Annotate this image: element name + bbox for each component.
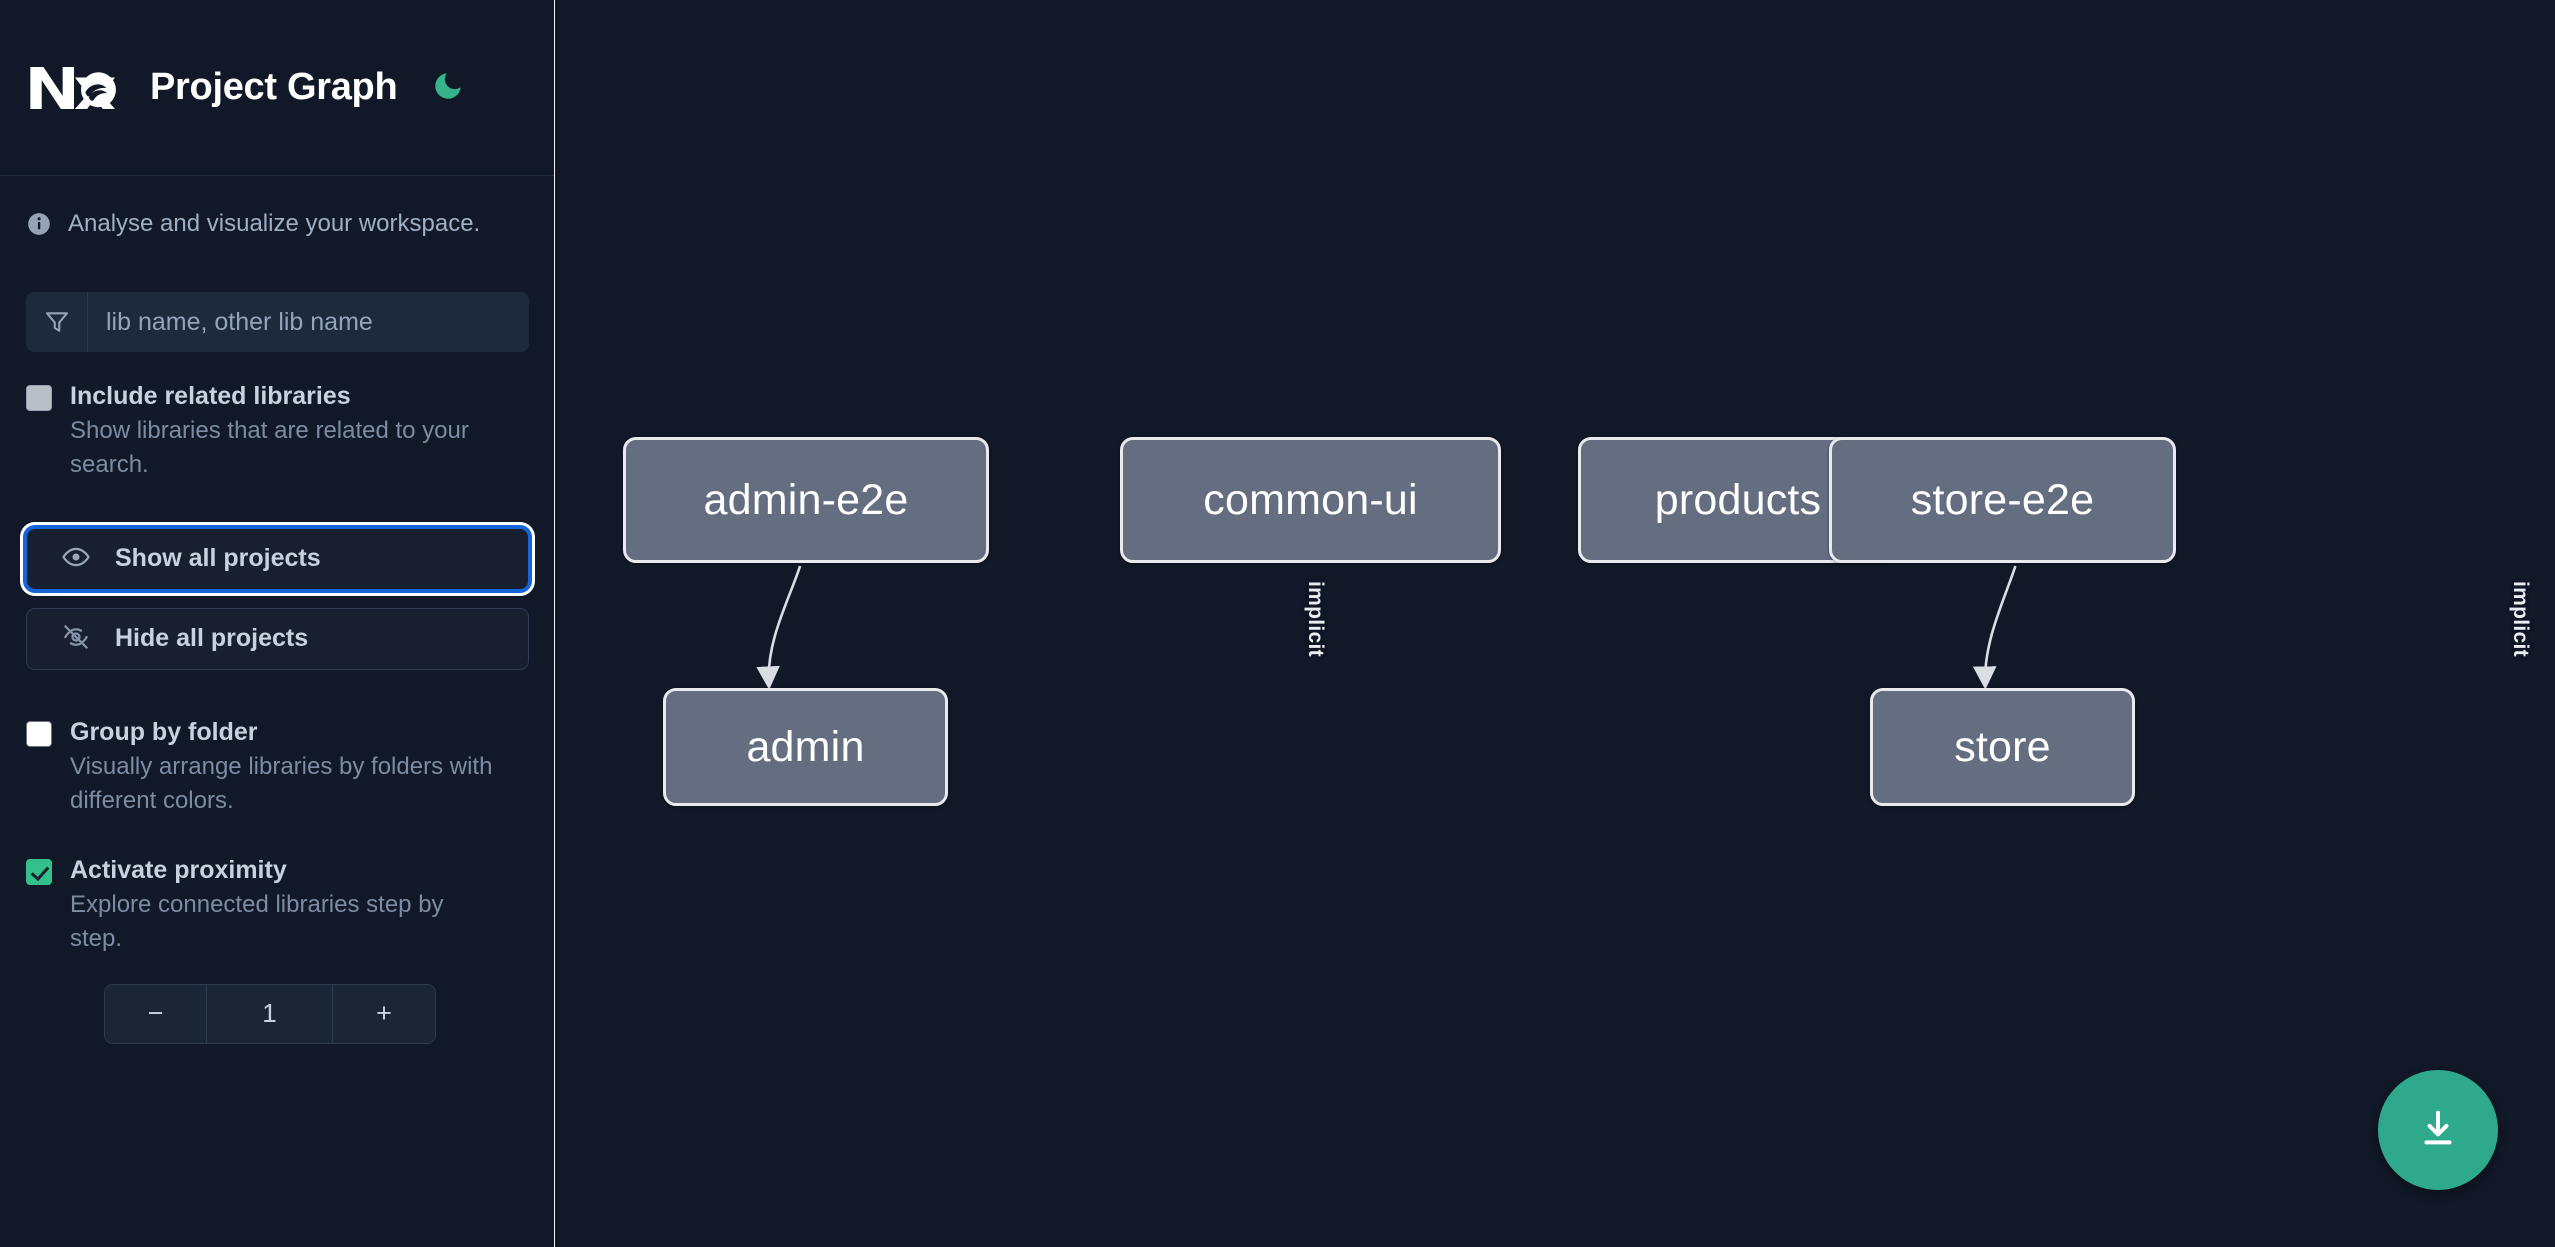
hide-all-projects-button[interactable]: Hide all projects — [26, 607, 529, 670]
visibility-buttons: Show all projects Hide all projects — [26, 527, 529, 670]
checkbox-include-related-libraries[interactable]: Include related libraries Show libraries… — [0, 380, 555, 482]
eye-icon — [61, 542, 91, 575]
proximity-decrement-button[interactable]: − — [105, 984, 207, 1043]
search-box[interactable] — [26, 292, 529, 352]
graph-canvas[interactable]: implicit implicit admin-e2e common-ui pr… — [555, 0, 2555, 1247]
graph-node-store-label: store — [1954, 722, 2051, 771]
checkbox-include-related-libraries-label: Include related libraries — [70, 382, 351, 410]
brand-header: Project Graph — [0, 0, 555, 176]
filter-funnel-icon — [26, 292, 88, 352]
checkbox-activate-proximity-description: Explore connected libraries step by step… — [70, 890, 444, 952]
graph-edges — [756, 565, 2017, 690]
checkbox-activate-proximity-label: Activate proximity — [70, 855, 287, 884]
download-icon — [2415, 1106, 2461, 1155]
eye-off-icon — [61, 622, 91, 655]
graph-node-admin[interactable]: admin — [663, 688, 948, 806]
edge-label-admin-e2e-admin: implicit — [1304, 581, 1327, 657]
graph-node-admin-e2e-label: admin-e2e — [703, 475, 909, 524]
page-title: Project Graph — [150, 66, 398, 108]
nx-logo — [26, 58, 122, 118]
graph-node-store-e2e[interactable]: store-e2e — [1829, 437, 2176, 563]
graph-node-common-ui[interactable]: common-ui — [1120, 437, 1501, 563]
search-input[interactable] — [88, 292, 529, 352]
graph-node-products-label: products — [1654, 475, 1822, 524]
proximity-value: 1 — [207, 984, 333, 1043]
moon-icon — [431, 69, 465, 106]
info-circle-icon — [26, 211, 52, 237]
checkbox-group-by-folder-label: Group by folder — [70, 717, 258, 746]
proximity-stepper: − 1 + — [104, 983, 436, 1044]
tagline: Analyse and visualize your workspace. — [0, 176, 555, 272]
checkbox-group-by-folder-description: Visually arrange libraries by folders wi… — [70, 752, 493, 814]
show-all-projects-button[interactable]: Show all projects — [26, 527, 529, 590]
checkbox-include-related-libraries-box[interactable] — [26, 385, 52, 411]
graph-node-admin-label: admin — [746, 722, 865, 771]
download-graph-button[interactable] — [2378, 1070, 2498, 1190]
sidebar: Project Graph Ana — [0, 0, 555, 1247]
edge-store-e2e-store — [1972, 565, 2017, 690]
checkbox-group-by-folder[interactable]: Group by folder Visually arrange librari… — [0, 716, 555, 818]
graph-node-common-ui-label: common-ui — [1203, 475, 1418, 524]
checkbox-include-related-libraries-description: Show libraries that are related to your … — [70, 416, 469, 478]
checkbox-group-by-folder-box[interactable] — [26, 720, 52, 747]
graph-node-store[interactable]: store — [1870, 688, 2135, 806]
show-all-projects-label: Show all projects — [115, 544, 321, 573]
tagline-text: Analyse and visualize your workspace. — [68, 210, 481, 237]
checkbox-activate-proximity[interactable]: Activate proximity Explore connected lib… — [0, 854, 555, 956]
edge-label-store-e2e-store: implicit — [2509, 581, 2532, 657]
edge-admin-e2e-admin — [756, 565, 802, 690]
hide-all-projects-label: Hide all projects — [115, 624, 309, 653]
checkbox-activate-proximity-box[interactable] — [26, 858, 52, 885]
graph-node-store-e2e-label: store-e2e — [1910, 475, 2095, 524]
theme-toggle-button[interactable] — [427, 67, 469, 109]
proximity-increment-button[interactable]: + — [333, 984, 435, 1043]
graph-node-admin-e2e[interactable]: admin-e2e — [623, 437, 989, 563]
